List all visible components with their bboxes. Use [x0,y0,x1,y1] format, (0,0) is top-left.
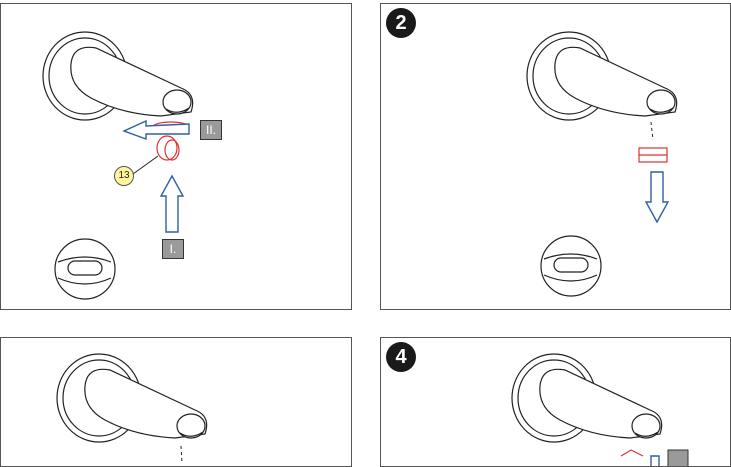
step-label-I: I. [162,239,184,259]
spout [554,46,678,117]
step-4-illustration [511,353,689,466]
step-3-panel [0,337,352,467]
remove-arrow [644,171,670,224]
step-number-2: 2 [386,8,416,38]
detail-view [540,235,602,297]
step-label-II: II. [200,120,222,140]
aerator [620,449,644,457]
step-1-panel: II. I. 13 [0,3,352,310]
spout [84,368,208,439]
spout [539,368,663,439]
part-callout-13: 13 [114,166,134,186]
step-2-illustration [526,31,678,297]
rotate-arrow [122,119,190,140]
step-number-4: 4 [386,342,416,372]
spout [70,46,194,117]
step-label-box [667,449,689,466]
step-2-panel: 2 [380,3,731,310]
step-1-illustration [42,31,194,300]
aerator [638,147,668,163]
detail-view [54,238,116,300]
step-4-panel: 4 [380,337,731,467]
push-up-arrow [159,174,185,233]
step-3-illustration [56,353,208,464]
rotate-arrow [650,455,660,466]
